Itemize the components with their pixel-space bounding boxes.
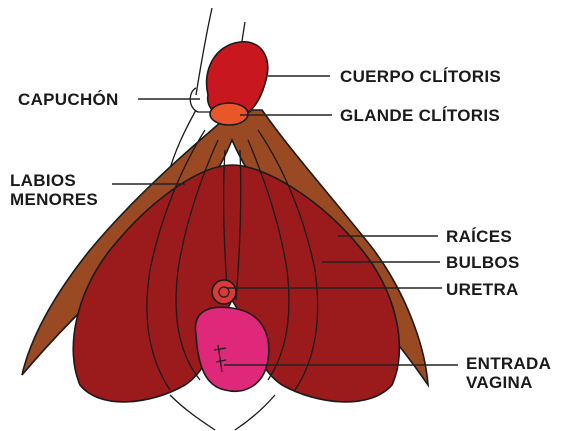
vaginal-entrance-shape	[195, 307, 268, 391]
label-uretra: URETRA	[446, 280, 519, 299]
label-entrada-line2: VAGINA	[466, 373, 533, 392]
clitoral-body-shape	[207, 42, 268, 112]
label-capuchon: CAPUCHÓN	[18, 90, 119, 109]
label-entrada-line1: ENTRADA	[466, 354, 551, 373]
label-bulbos: BULBOS	[446, 253, 520, 272]
glans-shape	[210, 103, 248, 125]
urethra-shape	[212, 280, 236, 304]
label-raices: RAÍCES	[446, 227, 512, 246]
label-cuerpo-clitoris: CUERPO CLÍTORIS	[340, 67, 501, 86]
label-labios-line1: LABIOS	[10, 171, 76, 190]
label-glande-clitoris: GLANDE CLÍTORIS	[340, 106, 500, 125]
label-labios-line2: MENORES	[10, 190, 98, 209]
